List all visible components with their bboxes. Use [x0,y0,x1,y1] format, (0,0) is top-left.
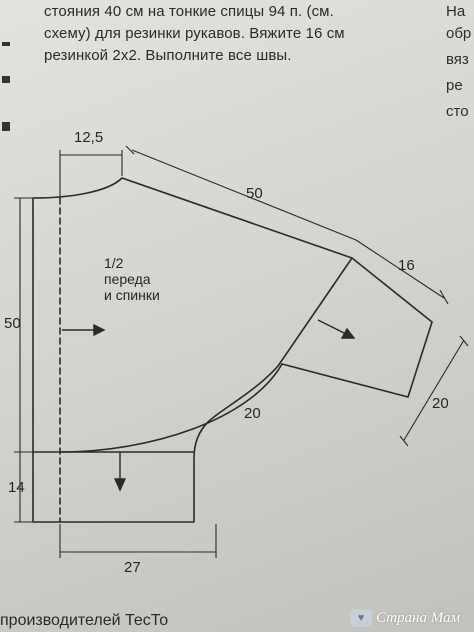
dim-label-raglan: 50 [246,185,263,202]
article-line-3: резинкой 2х2. Выполните все швы. [44,47,292,64]
article-line-1: стояния 40 см на тонкие спицы 94 п. (см. [44,3,334,20]
cuff-width-dim [399,335,469,447]
side-column-line-4: ре [446,77,463,94]
heart-icon: ♥ [350,609,372,627]
piece-label-line-1: 1/2 [104,255,124,271]
pattern-outline [32,177,353,523]
cuff-length-dim [355,239,449,305]
print-mark [2,76,10,83]
arrow-sleeve-icon [317,319,347,335]
side-column-line-2: обр [446,25,472,42]
article-line-2: схему) для резинки рукавов. Вяжите 16 см [44,25,345,42]
footer-text: производителей ТесТо [0,612,169,629]
side-column-line-1: На [446,3,466,20]
dim-label-neck-width: 12,5 [74,129,103,146]
side-height-dim [14,197,33,453]
watermark-text: Страна Мам [376,609,461,626]
print-mark [2,42,10,46]
raglan-dim [125,145,357,241]
cuff-outline [281,257,433,398]
armhole-curve [59,363,283,453]
arrow-sleeve-head [340,327,356,339]
piece-label-line-3: и спинки [104,287,160,303]
bottom-height-dim [14,452,33,523]
dim-label-bottom-height: 14 [8,479,25,496]
watermark: ♥ Страна Мам [350,606,474,630]
print-mark [2,122,10,131]
arrow-right-head [93,323,106,337]
dim-label-side-height: 50 [4,315,21,332]
bottom-width-dim [59,524,217,558]
dim-label-bottom-width: 27 [124,559,141,576]
dim-label-cuff-width: 20 [432,395,449,412]
side-column-line-3: вяз [446,51,469,68]
piece-label-line-2: переда [104,271,151,287]
dim-label-cuff-length: 16 [398,257,415,274]
side-column-line-5: сто [446,103,469,120]
arrow-down-head [113,478,127,492]
dim-label-armhole: 20 [244,405,261,422]
neck-width-dim [59,150,123,196]
